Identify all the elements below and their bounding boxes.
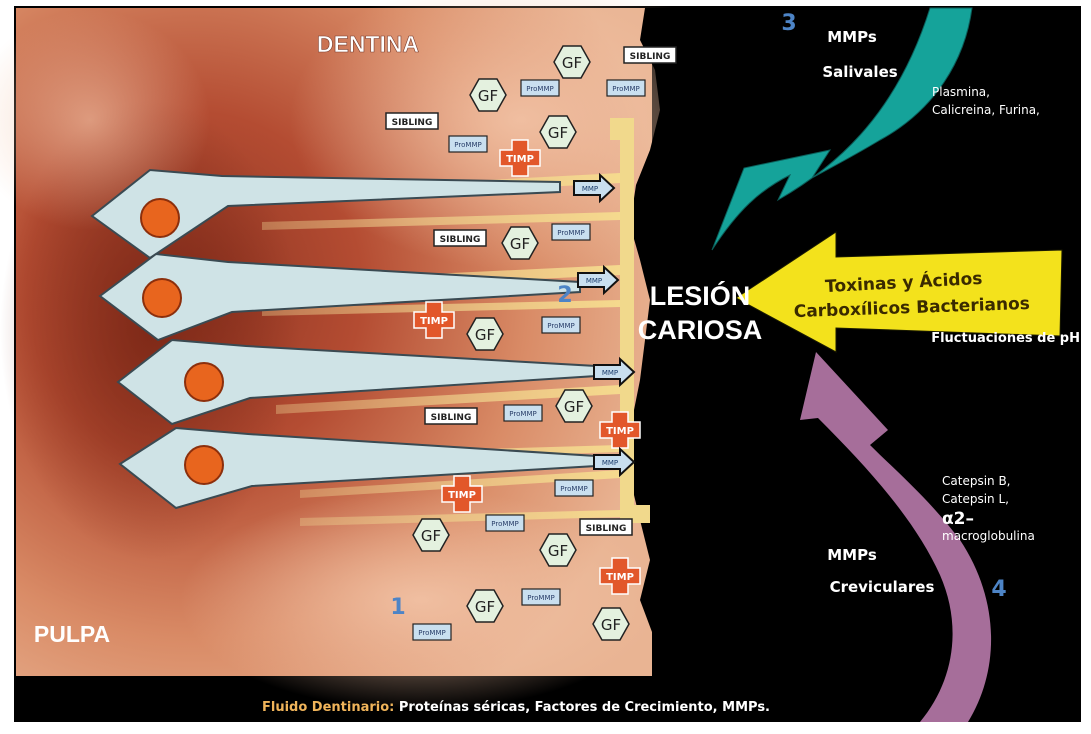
nucleus (185, 446, 223, 484)
prommp-tag: ProMMP (486, 515, 524, 531)
svg-text:ProMMP: ProMMP (560, 485, 587, 493)
svg-text:TIMP: TIMP (448, 490, 476, 501)
mmps-salivales-line2: Salivales (822, 63, 897, 81)
svg-text:GF: GF (475, 598, 495, 616)
svg-text:SIBLING: SIBLING (630, 52, 671, 62)
pulpa-label: PULPA (34, 621, 110, 647)
svg-text:ProMMP: ProMMP (454, 141, 481, 149)
svg-text:TIMP: TIMP (506, 154, 534, 165)
svg-text:TIMP: TIMP (420, 316, 448, 327)
nucleus (141, 199, 179, 237)
svg-text:MMP: MMP (602, 459, 618, 467)
sibling-tag: SIBLING (434, 230, 486, 246)
svg-text:SIBLING: SIBLING (392, 118, 433, 128)
prommp-tag: ProMMP (522, 589, 560, 605)
lesion-label-line2: CARIOSA (638, 315, 763, 345)
number-3: 3 (781, 11, 796, 36)
svg-text:ProMMP: ProMMP (509, 410, 536, 418)
ph-fluctuations: Fluctuaciones de pH (931, 331, 1080, 346)
dentina-label: DENTINA (317, 31, 419, 57)
crevicular-enzymes-line1: Catepsin B, (942, 474, 1011, 488)
prommp-tag: ProMMP (607, 80, 645, 96)
prommp-tag: ProMMP (449, 136, 487, 152)
mmps-crev-line2: Creviculares (830, 578, 935, 596)
svg-text:MMP: MMP (602, 369, 618, 377)
svg-text:ProMMP: ProMMP (557, 229, 584, 237)
fluid-caption-label: Fluido Dentinario: (262, 700, 394, 715)
number-2: 2 (557, 283, 572, 308)
sibling-tag: SIBLING (425, 408, 477, 424)
svg-text:GF: GF (548, 542, 568, 560)
svg-text:ProMMP: ProMMP (526, 85, 553, 93)
svg-text:TIMP: TIMP (606, 572, 634, 583)
lesion-label-line1: LESIÓN (650, 280, 751, 311)
mmps-salivales-line1: MMPs (827, 28, 877, 46)
nucleus (185, 363, 223, 401)
sibling-tag: SIBLING (386, 113, 438, 129)
prommp-tag: ProMMP (552, 224, 590, 240)
sibling-tag: SIBLING (624, 47, 676, 63)
prommp-tag: ProMMP (413, 624, 451, 640)
svg-text:SIBLING: SIBLING (431, 413, 472, 423)
crevicular-enzymes-line3: α2– (942, 509, 974, 529)
fluid-caption-text: Proteínas séricas, Factores de Crecimien… (394, 700, 770, 715)
prommp-tag: ProMMP (521, 80, 559, 96)
svg-text:GF: GF (478, 87, 498, 105)
prommp-tag: ProMMP (542, 317, 580, 333)
svg-text:GF: GF (548, 124, 568, 142)
svg-text:ProMMP: ProMMP (612, 85, 639, 93)
svg-text:TIMP: TIMP (606, 426, 634, 437)
svg-text:SIBLING: SIBLING (586, 524, 627, 534)
nucleus (143, 279, 181, 317)
prommp-tag: ProMMP (555, 480, 593, 496)
svg-text:MMP: MMP (582, 185, 598, 193)
number-1: 1 (390, 595, 405, 620)
mmps-crev-line1: MMPs (827, 546, 877, 564)
fluid-caption: Fluido Dentinario: Proteínas séricas, Fa… (262, 700, 770, 715)
svg-text:ProMMP: ProMMP (418, 629, 445, 637)
salivary-enzymes-line1: Plasmina, (932, 85, 990, 99)
sibling-tag: SIBLING (580, 519, 632, 535)
svg-text:GF: GF (421, 527, 441, 545)
crevicular-enzymes-line2: Catepsin L, (942, 492, 1009, 506)
prommp-tag: ProMMP (504, 405, 542, 421)
svg-text:ProMMP: ProMMP (547, 322, 574, 330)
svg-text:GF: GF (601, 616, 621, 634)
number-4: 4 (991, 577, 1006, 602)
svg-text:GF: GF (562, 54, 582, 72)
svg-text:SIBLING: SIBLING (440, 235, 481, 245)
salivary-enzymes-line2: Calicreina, Furina, (932, 103, 1040, 117)
svg-text:MMP: MMP (586, 277, 602, 285)
svg-text:ProMMP: ProMMP (491, 520, 518, 528)
svg-text:GF: GF (564, 398, 584, 416)
svg-text:ProMMP: ProMMP (527, 594, 554, 602)
crevicular-enzymes-line4: macroglobulina (942, 529, 1035, 543)
svg-text:GF: GF (475, 326, 495, 344)
svg-text:GF: GF (510, 235, 530, 253)
